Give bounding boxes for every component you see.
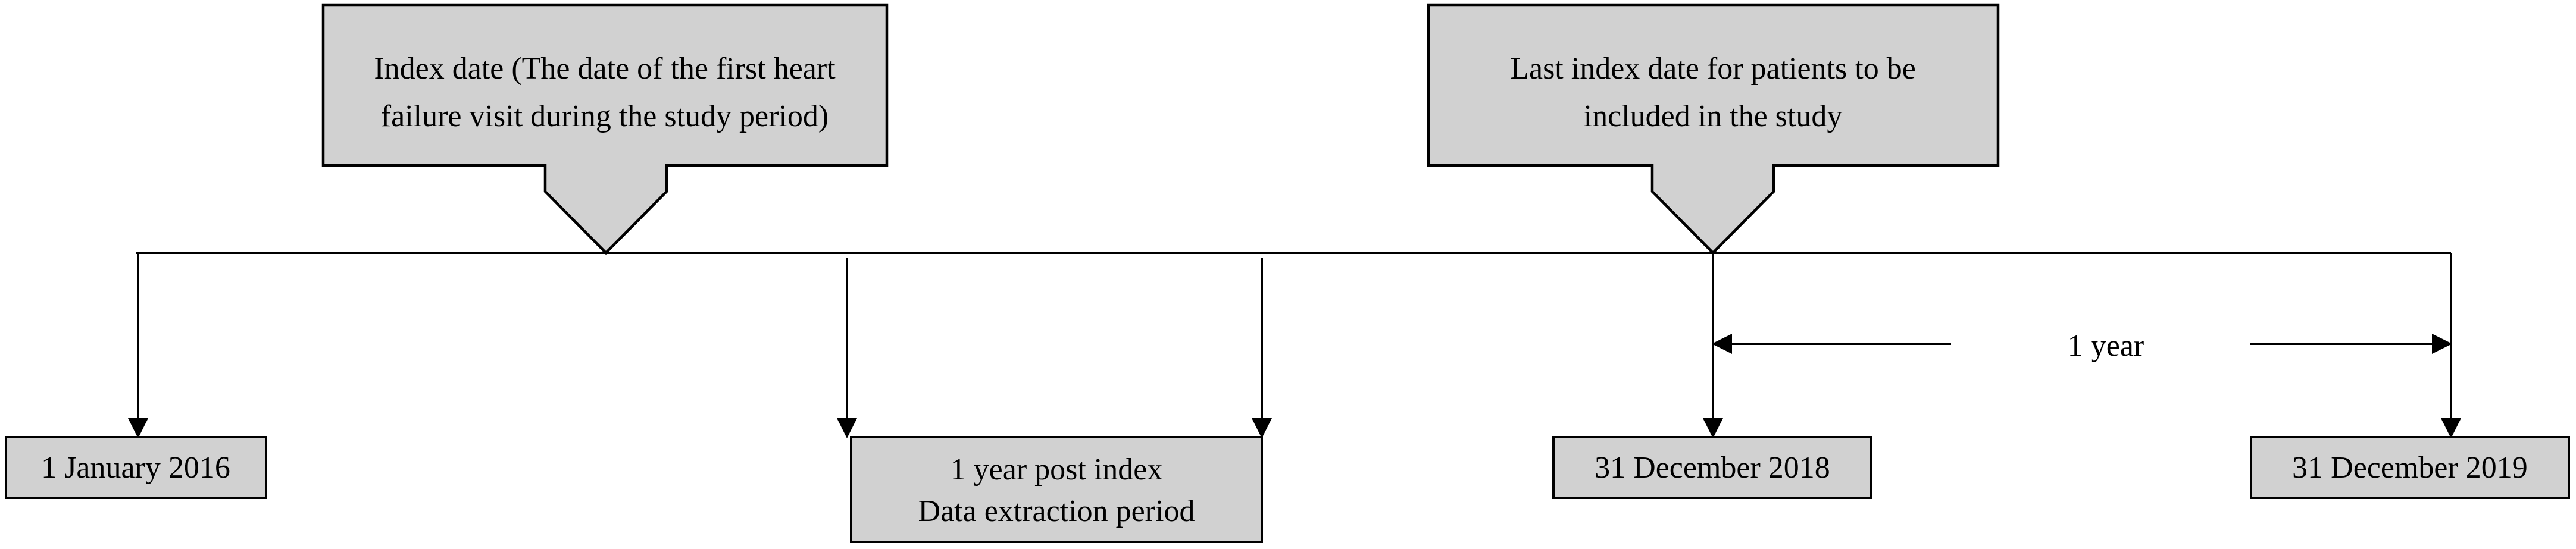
interval-label: 1 year xyxy=(2068,329,2144,363)
last-index-date-box: 31 December 2018 xyxy=(1552,436,1872,499)
one-year-interval: 1 year xyxy=(1712,329,2452,363)
post-index-box: 1 year post index Data extraction period xyxy=(850,436,1263,543)
start-date-label: 1 January 2016 xyxy=(41,451,230,485)
start-date-box-rect xyxy=(5,436,267,499)
last-index-date-line2: included in the study xyxy=(1584,99,1843,133)
index-date-callout: Index date (The date of the first heart … xyxy=(321,3,889,255)
post-index-line2: Data extraction period xyxy=(918,494,1195,528)
last-index-date-callout-shape xyxy=(1427,3,2000,255)
last-index-date-label: 31 December 2018 xyxy=(1595,451,1830,485)
post-index-box-rect xyxy=(850,436,1263,543)
end-date-box: 31 December 2019 xyxy=(2250,436,2570,499)
start-date-box: 1 January 2016 xyxy=(5,436,267,499)
index-date-line1: Index date (The date of the first heart xyxy=(374,52,836,86)
index-date-callout-shape xyxy=(321,3,889,255)
end-date-box-rect xyxy=(2250,436,2570,499)
last-index-date-callout: Last index date for patients to be inclu… xyxy=(1427,3,2000,255)
index-date-line2: failure visit during the study period) xyxy=(381,99,829,133)
post-index-line1: 1 year post index xyxy=(951,453,1163,487)
last-index-date-box-rect xyxy=(1552,436,1872,499)
end-date-label: 31 December 2019 xyxy=(2292,451,2528,485)
last-index-date-line1: Last index date for patients to be xyxy=(1510,52,1916,86)
